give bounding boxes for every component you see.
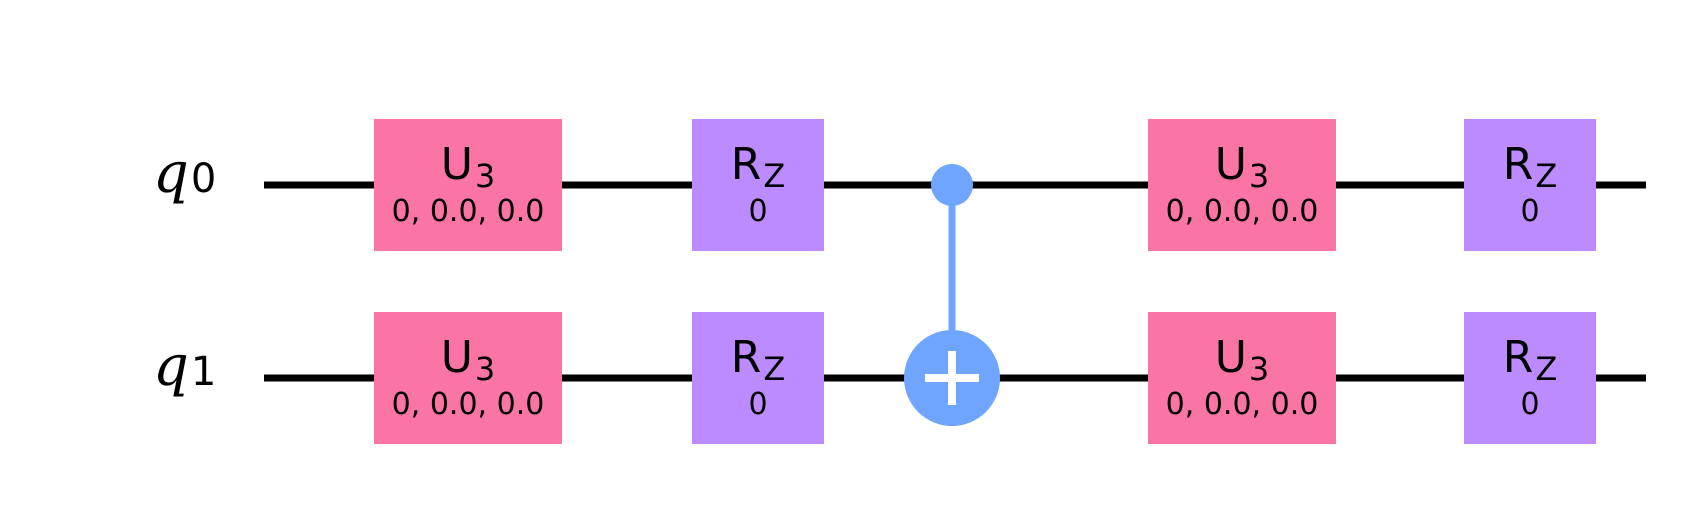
qubit-label-q1: q1 xyxy=(153,339,216,395)
gate-name: RZ xyxy=(1502,332,1558,386)
gate-subscript: Z xyxy=(1535,350,1558,389)
qubit-index: 0 xyxy=(190,156,217,202)
gate-symbol: U xyxy=(1214,139,1247,191)
qubit-symbol: q xyxy=(153,334,189,399)
gate-subscript: 3 xyxy=(1248,350,1270,389)
gate-params: 0 xyxy=(1520,386,1540,422)
gate-params: 0 xyxy=(748,193,768,229)
qubit-label-q0: q0 xyxy=(153,146,216,202)
gate-subscript: 3 xyxy=(474,350,496,389)
gate-subscript: 3 xyxy=(474,157,496,196)
cnot-gate xyxy=(904,164,1000,426)
gate-params: 0, 0.0, 0.0 xyxy=(391,386,545,422)
gate-name: U3 xyxy=(440,332,496,386)
cnot-control-dot xyxy=(931,164,973,206)
gate-params: 0 xyxy=(1520,193,1540,229)
gate-params: 0, 0.0, 0.0 xyxy=(391,193,545,229)
gate-name: RZ xyxy=(1502,139,1558,193)
gate-symbol: U xyxy=(440,139,473,191)
gate-subscript: Z xyxy=(763,350,786,389)
cnot-plus-icon xyxy=(925,351,979,405)
gate-subscript: Z xyxy=(763,157,786,196)
gate-symbol: R xyxy=(730,332,762,384)
gate-name: U3 xyxy=(1214,332,1270,386)
gate-symbol: R xyxy=(1502,139,1534,191)
qubit-symbol: q xyxy=(153,141,189,206)
gate-symbol: R xyxy=(1502,332,1534,384)
qubit-index: 1 xyxy=(190,349,217,395)
gate-symbol: R xyxy=(730,139,762,191)
gate-name: U3 xyxy=(1214,139,1270,193)
gate-params: 0 xyxy=(748,386,768,422)
gate-subscript: 3 xyxy=(1248,157,1270,196)
gate-name: RZ xyxy=(730,332,786,386)
gate-params: 0, 0.0, 0.0 xyxy=(1165,386,1319,422)
gate-symbol: U xyxy=(1214,332,1247,384)
gate-symbol: U xyxy=(440,332,473,384)
gate-params: 0, 0.0, 0.0 xyxy=(1165,193,1319,229)
gate-subscript: Z xyxy=(1535,157,1558,196)
gate-name: U3 xyxy=(440,139,496,193)
gate-name: RZ xyxy=(730,139,786,193)
